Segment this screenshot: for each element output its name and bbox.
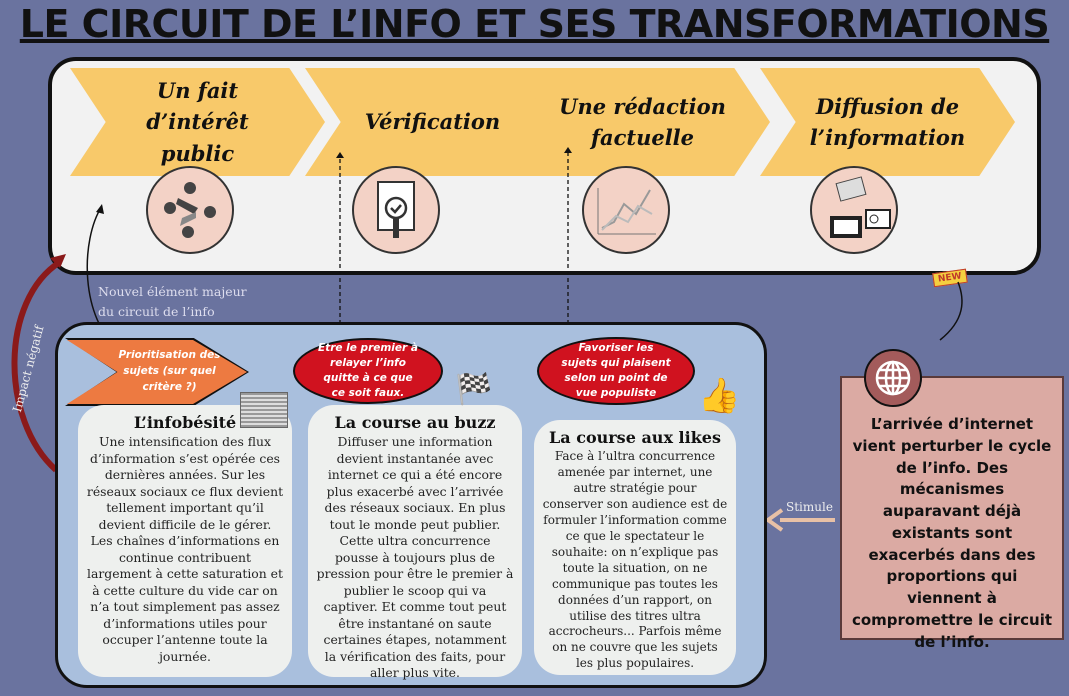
document-check-icon (352, 166, 440, 254)
internet-arrival-box: L’arrivée d’internet vient perturber le … (840, 376, 1064, 651)
globe-icon (864, 349, 922, 407)
thumbs-up-icon: 👍 (698, 376, 741, 416)
card-title: La course au buzz (334, 413, 496, 432)
step-fait-interet-public: Un fait d’intérêt public (70, 68, 325, 176)
oval-populist-topics: Favoriser les sujets qui plaisent selon … (537, 337, 695, 405)
card-title: La course aux likes (549, 428, 721, 447)
chart-icon (582, 166, 670, 254)
step-diffusion: Diffusion de l’information (760, 68, 1015, 176)
page-title: LE CIRCUIT DE L’INFO ET SES TRANSFORMATI… (19, 2, 1050, 46)
card-title: L’infobésité (133, 413, 237, 432)
oval-first-to-relay: Etre le premier à relayer l’info quitte … (293, 338, 443, 404)
step-verification: Vérification (305, 68, 560, 176)
stimule-label: Stimule (786, 500, 833, 514)
step-redaction-factuelle: Une rédaction factuelle (515, 68, 770, 176)
checkered-flags-icon: 🏁 (455, 372, 493, 407)
card-text: Diffuser une information devient instant… (316, 434, 514, 680)
new-element-note: Nouvel élément majeur du circuit de l’in… (98, 284, 247, 319)
card-course-likes: La course aux likes Face à l’ultra concu… (534, 420, 736, 675)
card-text: Face à l’ultra concurrence amenée par in… (542, 449, 728, 671)
newspaper-stack-icon (240, 392, 288, 428)
people-icon (146, 166, 234, 254)
card-infobesite: L’infobésité Une intensification des flu… (78, 405, 292, 677)
media-icon (810, 166, 898, 254)
card-text: Une intensification des flux d’informati… (86, 434, 284, 664)
card-course-buzz: La course au buzz Diffuser une informati… (308, 405, 522, 680)
